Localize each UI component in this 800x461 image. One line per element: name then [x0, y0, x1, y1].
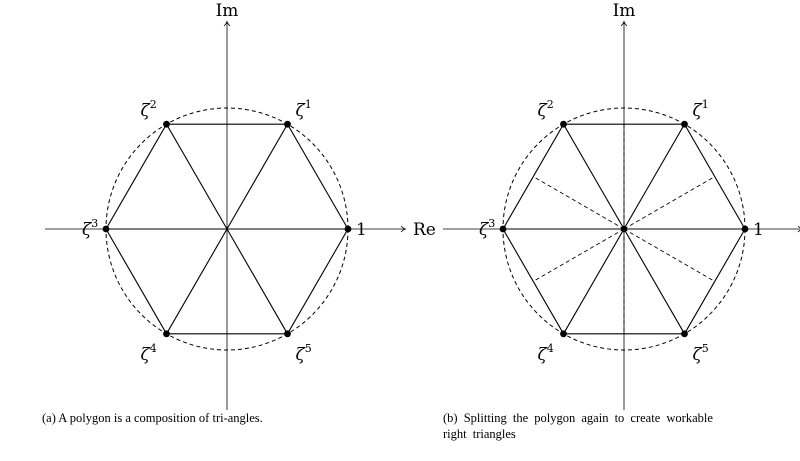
hexagon-edge: [502, 228, 564, 335]
vertex-exponent: 4: [547, 342, 554, 355]
real-axis-label: Re: [413, 220, 436, 240]
vertex-exponent: 1: [702, 98, 709, 111]
root-point: [681, 120, 688, 128]
hexagon-edge: [684, 123, 746, 230]
vertex-label: ζ2: [141, 98, 157, 121]
vertex-label: ζ5: [693, 342, 709, 365]
real-axis-arrow-icon: [400, 225, 407, 233]
vertex-label: ζ3: [82, 217, 98, 240]
imaginary-axis-arrow-icon: [620, 20, 628, 27]
spoke: [166, 228, 228, 335]
vertex-exponent: 3: [91, 217, 98, 230]
vertex-exponent: 1: [305, 98, 312, 111]
spoke: [623, 228, 685, 335]
spoke: [563, 228, 625, 335]
split-line: [533, 228, 625, 282]
spoke: [623, 123, 685, 230]
root-point: [681, 330, 688, 338]
vertex-label: ζ4: [538, 342, 554, 365]
root-point: [499, 225, 507, 233]
split-line: [623, 228, 715, 282]
vertex-exponent: 2: [150, 98, 157, 111]
spoke: [563, 123, 625, 230]
hexagon-edge: [105, 123, 167, 230]
root-point: [163, 120, 170, 128]
root-point: [741, 225, 749, 233]
caption-b: (b) Splitting the polygon again to creat…: [443, 411, 713, 441]
vertex-label: ζ5: [296, 342, 312, 365]
vertex-exponent: 2: [547, 98, 554, 111]
root-point: [344, 225, 352, 233]
split-line: [533, 176, 625, 230]
split-line: [623, 176, 715, 230]
vertex-exponent: 5: [702, 342, 709, 355]
spoke: [226, 228, 288, 335]
vertex-label: ζ1: [296, 98, 312, 121]
caption-a: (a) A polygon is a composition of tri-an…: [42, 411, 263, 425]
hexagon-edge: [287, 123, 349, 230]
vertex-label: 1: [356, 220, 367, 240]
spoke: [166, 123, 228, 230]
root-point: [560, 120, 567, 128]
root-point: [102, 225, 110, 233]
root-point: [284, 330, 291, 338]
root-point: [284, 120, 291, 128]
vertex-label: ζ1: [693, 98, 709, 121]
imaginary-axis-label: Im: [613, 1, 636, 21]
hexagon-edge: [502, 123, 564, 230]
origin-point: [620, 225, 628, 233]
imaginary-axis-arrow-icon: [223, 20, 231, 27]
hexagon-edge: [684, 228, 746, 335]
vertex-label: ζ2: [538, 98, 554, 121]
vertex-exponent: 4: [150, 342, 157, 355]
imaginary-axis-label: Im: [216, 1, 239, 21]
vertex-label: ζ3: [479, 217, 495, 240]
vertex-label: 1: [753, 220, 764, 240]
root-point: [163, 330, 170, 338]
hexagon-edge: [105, 228, 167, 335]
spoke: [226, 123, 288, 230]
vertex-label: ζ4: [141, 342, 157, 365]
hexagon-edge: [287, 228, 349, 335]
vertex-exponent: 3: [488, 217, 495, 230]
root-point: [560, 330, 567, 338]
vertex-exponent: 5: [305, 342, 312, 355]
